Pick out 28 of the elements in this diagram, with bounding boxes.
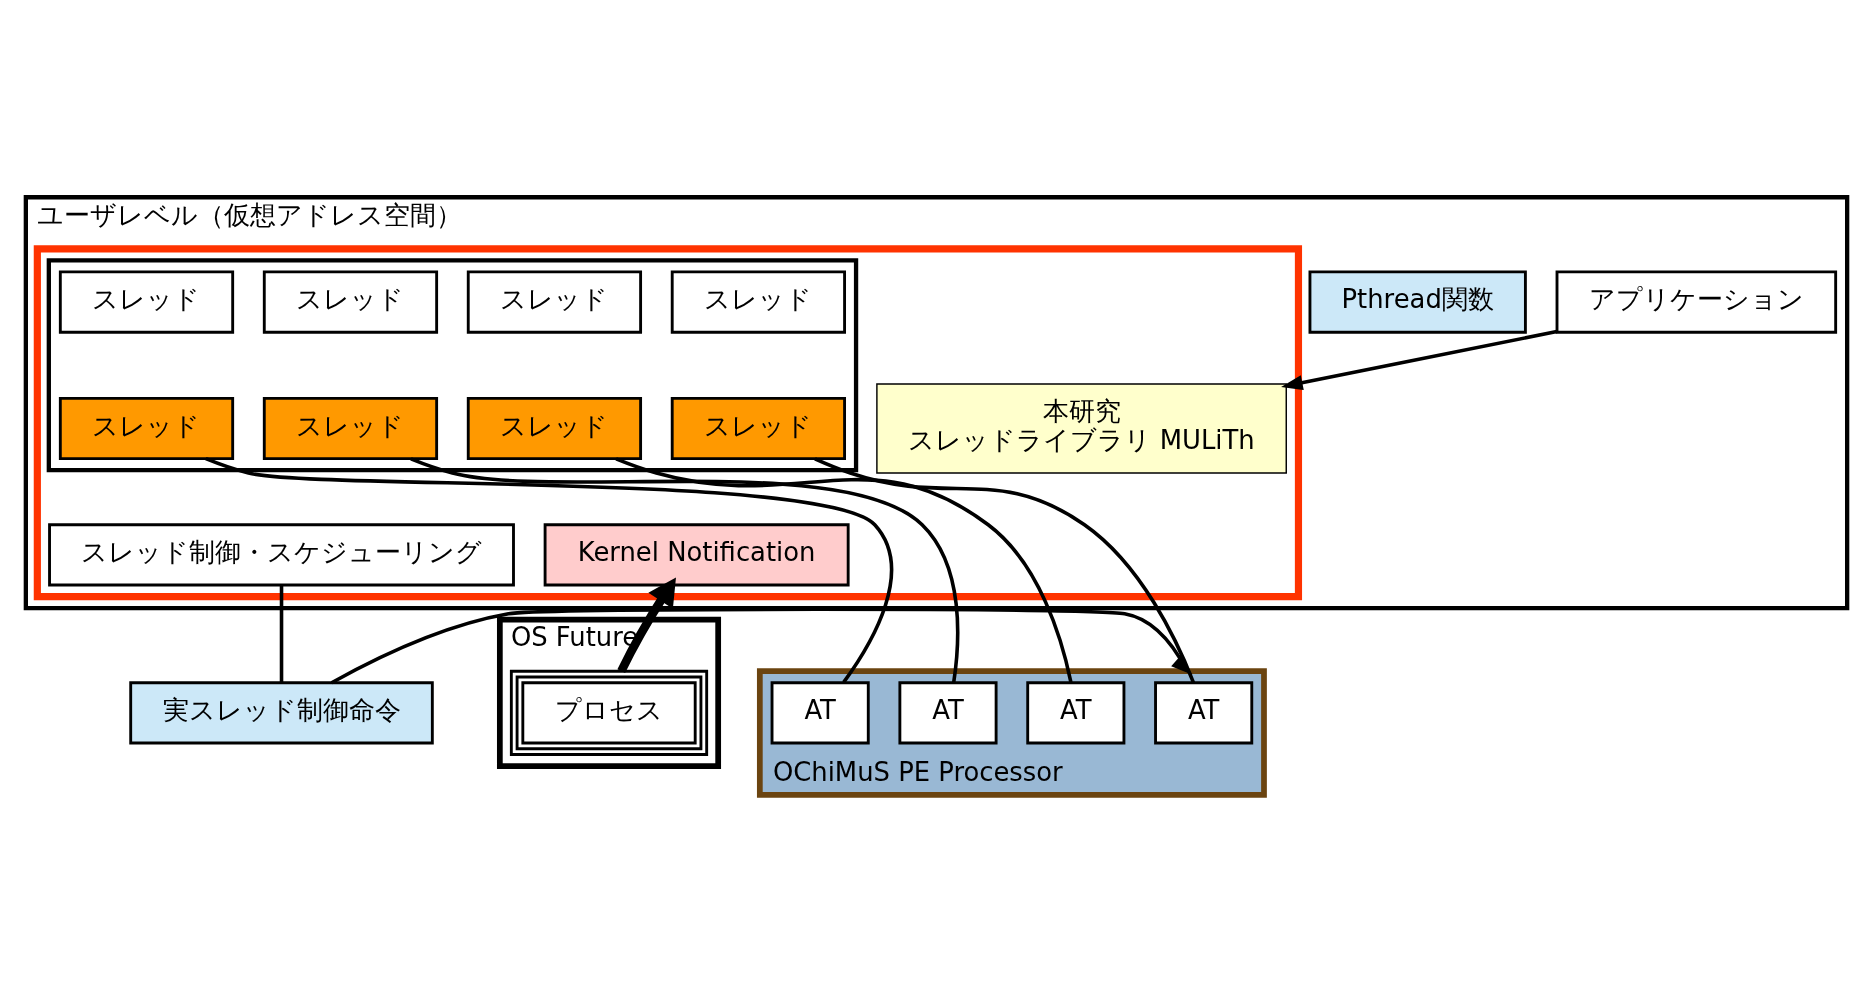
connector bbox=[279, 584, 284, 682]
connector bbox=[814, 456, 1196, 683]
node-box: AT bbox=[1154, 680, 1254, 744]
node-box: スレッド bbox=[670, 396, 846, 460]
node-box: プロセス bbox=[509, 669, 709, 756]
arrow bbox=[1281, 329, 1558, 390]
node-box: アプリケーション bbox=[1555, 270, 1838, 334]
node-box: スレッド bbox=[58, 270, 235, 334]
node-box: AT bbox=[770, 680, 870, 744]
node-box: スレッド制御・スケジューリング bbox=[48, 522, 515, 586]
node-box: スレッド bbox=[466, 396, 643, 460]
node-box: Kernel Notification bbox=[543, 522, 850, 586]
node-box: スレッド bbox=[58, 396, 235, 460]
arrow bbox=[617, 576, 676, 673]
node-box: 実スレッド制御命令 bbox=[129, 680, 434, 744]
node-box: スレッド bbox=[262, 270, 439, 334]
connector bbox=[410, 456, 960, 683]
node-box: スレッド bbox=[262, 396, 439, 460]
connector bbox=[615, 456, 1073, 682]
arrow bbox=[330, 607, 1193, 684]
node-box: Pthread関数 bbox=[1308, 270, 1527, 334]
node-box: 本研究 スレッドライブラリ MULiTh bbox=[876, 382, 1287, 474]
node-box: AT bbox=[898, 680, 998, 744]
node-box: スレッド bbox=[670, 270, 846, 334]
node-box: スレッド bbox=[466, 270, 643, 334]
connector bbox=[205, 456, 894, 683]
node-box: AT bbox=[1026, 680, 1126, 744]
cluster bbox=[46, 257, 859, 472]
